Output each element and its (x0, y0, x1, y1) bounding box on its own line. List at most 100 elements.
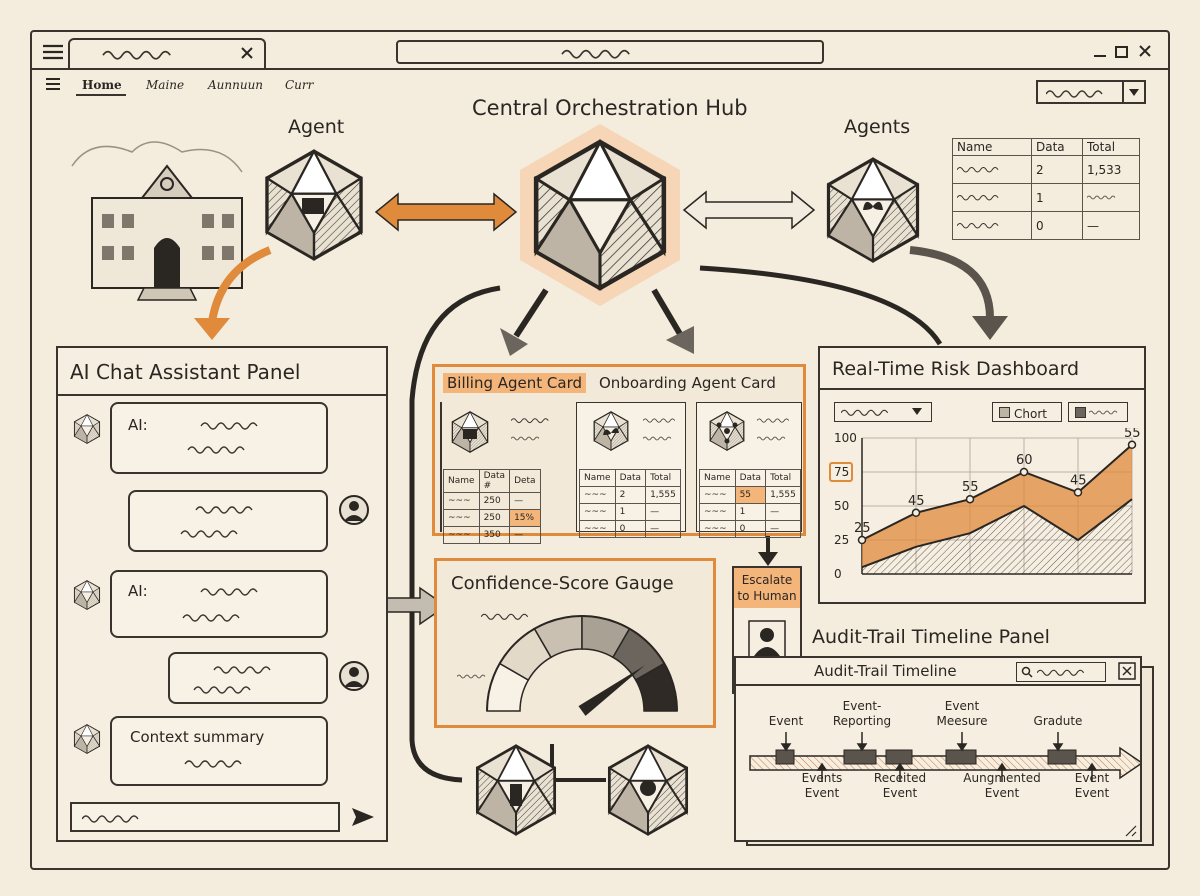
chat-panel-title: AI Chat Assistant Panel (70, 360, 301, 384)
card-th: Data # (478, 469, 511, 493)
nav-home[interactable]: Home (82, 78, 122, 92)
ai-avatar-icon (73, 580, 101, 610)
person-icon (748, 620, 786, 660)
agents-th-data: Data (1031, 138, 1083, 156)
series-0-point (1127, 440, 1137, 450)
table-cell: 1,533 (1082, 155, 1140, 184)
nav-item-4[interactable]: Curr (285, 78, 314, 92)
ai-avatar-icon (73, 414, 101, 444)
card-th: Name (443, 469, 480, 493)
chat-input[interactable] (70, 802, 340, 832)
table-cell: 1,555 (645, 486, 681, 504)
send-icon[interactable] (350, 806, 376, 828)
chat-message-ai: AI: (110, 570, 328, 638)
card-th: Total (765, 469, 801, 487)
user-avatar-icon (339, 495, 369, 525)
data-label: 25 (854, 521, 871, 536)
series-1-line (861, 498, 1133, 569)
ai-label: AI: (128, 416, 148, 434)
billing-agent-title: Billing Agent Card (443, 373, 587, 393)
audit-window-title: Audit-Trail Timeline (814, 662, 957, 680)
table-cell: 0 (734, 520, 767, 538)
user-avatar-icon (339, 661, 369, 691)
series-0-point (965, 494, 975, 504)
data-label: 45 (1070, 473, 1087, 488)
series-0-point (1073, 488, 1083, 497)
series-0-point (1019, 467, 1029, 477)
menu-icon[interactable] (40, 42, 66, 62)
card-th: Name (579, 469, 616, 487)
agent-label-left: Agent (288, 116, 345, 138)
agent-bottom-right-icon[interactable] (602, 740, 694, 840)
table-cell: 1 (734, 503, 767, 521)
table-cell: 15% (509, 509, 541, 527)
timeline-event-label: Event-Reporting (832, 699, 892, 728)
agents-th-name: Name (952, 138, 1032, 156)
card-th: Total (645, 469, 681, 487)
agent-right-icon[interactable] (818, 148, 928, 272)
timeline (749, 732, 1140, 837)
hub-title: Central Orchestration Hub (472, 96, 748, 120)
table-cell: 1,555 (765, 486, 801, 504)
top-dropdown[interactable] (1036, 80, 1146, 104)
browser-tab[interactable] (68, 38, 266, 68)
y-tick-label: 100 (834, 431, 857, 445)
table-cell: 250 (478, 509, 511, 527)
y-tick-label: 25 (834, 533, 849, 547)
gauge-dial (486, 615, 678, 716)
data-label: 55 (1124, 428, 1140, 441)
legend-chart-toggle[interactable]: Chort (992, 402, 1062, 422)
series-0-point (857, 535, 867, 545)
nav-item-3[interactable]: Aunnuun (208, 78, 264, 92)
table-cell: — (645, 503, 681, 521)
table-cell: 250 (478, 492, 511, 510)
ai-avatar-icon (73, 724, 101, 754)
escalate-label-1: Escalate (741, 573, 793, 587)
agent-left-icon[interactable] (256, 140, 372, 270)
agent-bottom-left-icon[interactable] (470, 740, 562, 840)
audit-search-input[interactable] (1016, 662, 1106, 682)
chevron-down-icon (1129, 89, 1139, 96)
chat-message-ai: AI: (110, 402, 328, 474)
table-cell: — (1082, 211, 1140, 240)
y-tick-label: 75 (834, 465, 849, 479)
timeline-event-label: Event (768, 714, 804, 728)
bank-icon (451, 411, 489, 453)
close-tab-icon[interactable] (240, 46, 254, 60)
table-cell: — (509, 526, 541, 544)
chat-message-user (128, 490, 328, 552)
address-bar[interactable] (396, 40, 824, 64)
data-label: 60 (1016, 453, 1033, 468)
table-cell: 2 (614, 486, 647, 504)
card-th: Name (699, 469, 736, 487)
context-summary: Context summary (110, 716, 328, 786)
y-tick-label: 50 (834, 499, 849, 513)
data-label: 55 (962, 480, 979, 495)
escalate-label-2: to Human (737, 589, 797, 603)
app-window (30, 30, 1170, 870)
context-summary-label: Context summary (130, 728, 265, 746)
dashboard-dropdown[interactable] (834, 402, 932, 422)
hub-icosahedron-icon[interactable] (510, 120, 690, 310)
close-icon[interactable] (1118, 662, 1136, 680)
onboarding-agent-title: Onboarding Agent Card (599, 374, 776, 392)
search-icon (1021, 666, 1033, 678)
building-icon (71, 141, 243, 301)
nav-item-2[interactable]: Maine (146, 78, 185, 92)
legend-series-toggle[interactable] (1068, 402, 1128, 422)
window-controls[interactable] (1090, 42, 1162, 62)
hamburger-icon[interactable] (44, 76, 64, 92)
card-th: Data (614, 469, 647, 487)
